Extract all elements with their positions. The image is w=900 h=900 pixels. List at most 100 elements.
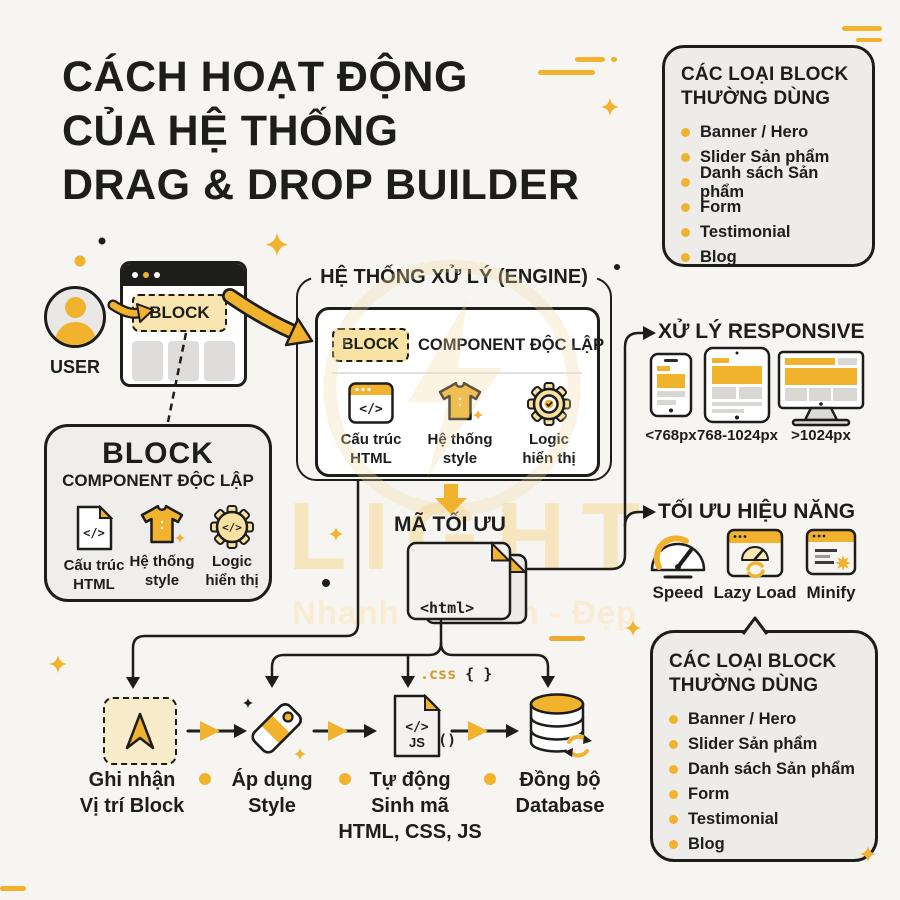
browser-code-icon: </> bbox=[348, 382, 394, 424]
engine-card: BLOCK COMPONENT ĐỘC LẬP </> Cấu trúc HTM… bbox=[315, 307, 604, 477]
user-label: USER bbox=[49, 357, 100, 377]
bullet-icon bbox=[681, 203, 690, 212]
block-types-bottom-panel: CÁC LOẠI BLOCK THƯỜNG DÙNG Banner / Hero… bbox=[650, 630, 878, 862]
engine-feature-html: </> Cấu trúc HTML bbox=[327, 382, 415, 468]
placeholder-block bbox=[168, 341, 199, 381]
user-avatar bbox=[44, 286, 106, 348]
database-icon bbox=[529, 693, 592, 758]
title-line-1: CÁCH HOẠT ĐỘNG bbox=[62, 53, 468, 101]
desktop-icon bbox=[777, 350, 865, 427]
optimized-code-title: MÃ TỐI ƯU bbox=[394, 513, 506, 536]
phone-icon bbox=[649, 352, 693, 418]
page-title: CÁCH HOẠT ĐỘNG CỦA HỆ THỐNG DRAG & DROP … bbox=[62, 50, 580, 212]
block-box: BLOCK COMPONENT ĐỘC LẬP </> Cấu trúc HTM… bbox=[44, 424, 272, 602]
list-item: Blog bbox=[669, 832, 859, 857]
engine-title: HỆ THỐNG XỬ LÝ (ENGINE) bbox=[311, 266, 597, 289]
block-box-subtitle: COMPONENT ĐỘC LẬP bbox=[62, 471, 254, 490]
file-code-icon: </> bbox=[76, 505, 114, 551]
watermark-underline bbox=[549, 636, 585, 641]
engine-section: HỆ THỐNG XỬ LÝ (ENGINE) bbox=[296, 266, 612, 481]
tshirt-icon bbox=[140, 505, 185, 544]
perf-label-speed: Speed bbox=[652, 583, 704, 602]
breakpoint-label-tablet: 768-1024px bbox=[697, 427, 778, 444]
block-box-title: BLOCK bbox=[102, 437, 214, 470]
browser-titlebar bbox=[123, 264, 244, 286]
perf-label-lazy-load: Lazy Load bbox=[713, 583, 797, 602]
list-item: Testimonial bbox=[681, 220, 856, 245]
block-types-bottom-list: Banner / Hero Slider Sản phẩm Danh sách … bbox=[669, 707, 859, 857]
block-types-top-panel: CÁC LOẠI BLOCK THƯỜNG DÙNG Banner / Hero… bbox=[662, 45, 875, 267]
bullet-icon bbox=[669, 740, 678, 749]
tshirt-icon bbox=[438, 382, 483, 421]
performance-title: TỐI ƯU HIỆU NĂNG bbox=[658, 500, 856, 523]
code-snippet: <html> .css { } js() bbox=[420, 599, 493, 749]
list-item: Form bbox=[681, 195, 856, 220]
responsive-title: XỬ LÝ RESPONSIVE bbox=[658, 320, 865, 343]
avatar-head bbox=[65, 297, 86, 318]
placeholder-block bbox=[132, 341, 163, 381]
bullet-icon bbox=[669, 840, 678, 849]
mini-browser-window: BLOCK bbox=[120, 261, 247, 387]
gear-code-icon: </> bbox=[210, 505, 254, 549]
svg-text:</>: </> bbox=[405, 720, 429, 735]
list-item: Testimonial bbox=[669, 807, 859, 832]
responsive-devices bbox=[649, 346, 865, 427]
js-file-icon: </> JS bbox=[393, 694, 442, 758]
bullet-icon bbox=[669, 790, 678, 799]
title-line-3: DRAG & DROP BUILDER bbox=[62, 161, 580, 209]
gear-check-icon bbox=[527, 382, 571, 426]
panel-notch bbox=[741, 616, 769, 635]
divider bbox=[332, 372, 582, 374]
block-feature-html: </> Cấu trúc HTML bbox=[59, 505, 129, 594]
bullet-icon bbox=[681, 253, 690, 262]
browser-block-chip[interactable]: BLOCK bbox=[132, 294, 227, 332]
block-feature-style: Hệ thống style bbox=[127, 505, 197, 590]
step-label-2: Áp dụng Style bbox=[231, 769, 313, 817]
block-types-bottom-heading: CÁC LOẠI BLOCK THƯỜNG DÙNG bbox=[669, 651, 837, 696]
window-dot-icon bbox=[132, 272, 138, 278]
list-item: Danh sách Sản phẩm bbox=[681, 164, 856, 201]
svg-text:</>: </> bbox=[83, 526, 105, 540]
cursor-step-box bbox=[103, 697, 177, 765]
step-label-4: Đồng bộ Database bbox=[515, 769, 605, 817]
bullet-icon bbox=[669, 815, 678, 824]
bullet-icon bbox=[681, 128, 690, 137]
list-item: Slider Sản phẩm bbox=[669, 732, 859, 757]
block-types-top-list: Banner / Hero Slider Sản phẩm Danh sách … bbox=[681, 120, 856, 270]
bullet-icon bbox=[669, 765, 678, 774]
avatar-body bbox=[55, 322, 96, 345]
perf-label-minify: Minify bbox=[806, 583, 856, 602]
list-item: Danh sách Sản phẩm bbox=[669, 757, 859, 782]
bullet-icon bbox=[669, 715, 678, 724]
block-feature-logic: </> Logic hiển thị bbox=[197, 505, 267, 590]
engine-block-chip[interactable]: BLOCK bbox=[332, 328, 409, 362]
price-tag-icon bbox=[243, 698, 306, 760]
list-item: Banner / Hero bbox=[681, 120, 856, 145]
engine-feature-style: Hệ thống style bbox=[416, 382, 504, 468]
speedometer-icon bbox=[650, 535, 706, 579]
bullet-icon bbox=[681, 228, 690, 237]
component-label: COMPONENT ĐỘC LẬP bbox=[418, 336, 605, 354]
bullet-icon bbox=[681, 178, 690, 187]
code-file-stack bbox=[406, 541, 528, 625]
engine-feature-logic: Logic hiển thị bbox=[505, 382, 593, 468]
bullet-icon bbox=[681, 153, 690, 162]
list-item: Form bbox=[669, 782, 859, 807]
step-label-1: Ghi nhận Vị trí Block bbox=[79, 769, 185, 817]
step-label-3: Tự động Sinh mã HTML, CSS, JS bbox=[338, 769, 482, 843]
placeholder-block bbox=[204, 341, 235, 381]
title-line-2: CỦA HỆ THỐNG bbox=[62, 107, 399, 155]
window-dot-icon bbox=[154, 272, 160, 278]
list-item: Slider Sản phẩm bbox=[681, 145, 856, 170]
performance-icons bbox=[650, 528, 857, 579]
svg-text:JS: JS bbox=[409, 735, 425, 750]
minify-icon bbox=[805, 528, 857, 576]
cursor-icon bbox=[125, 712, 155, 750]
list-item: Blog bbox=[681, 245, 856, 270]
svg-text:</>: </> bbox=[222, 521, 242, 534]
block-types-top-heading: CÁC LOẠI BLOCK THƯỜNG DÙNG bbox=[681, 64, 849, 109]
window-dot-icon bbox=[143, 272, 149, 278]
list-item: Banner / Hero bbox=[669, 707, 859, 732]
svg-text:</>: </> bbox=[359, 402, 383, 417]
